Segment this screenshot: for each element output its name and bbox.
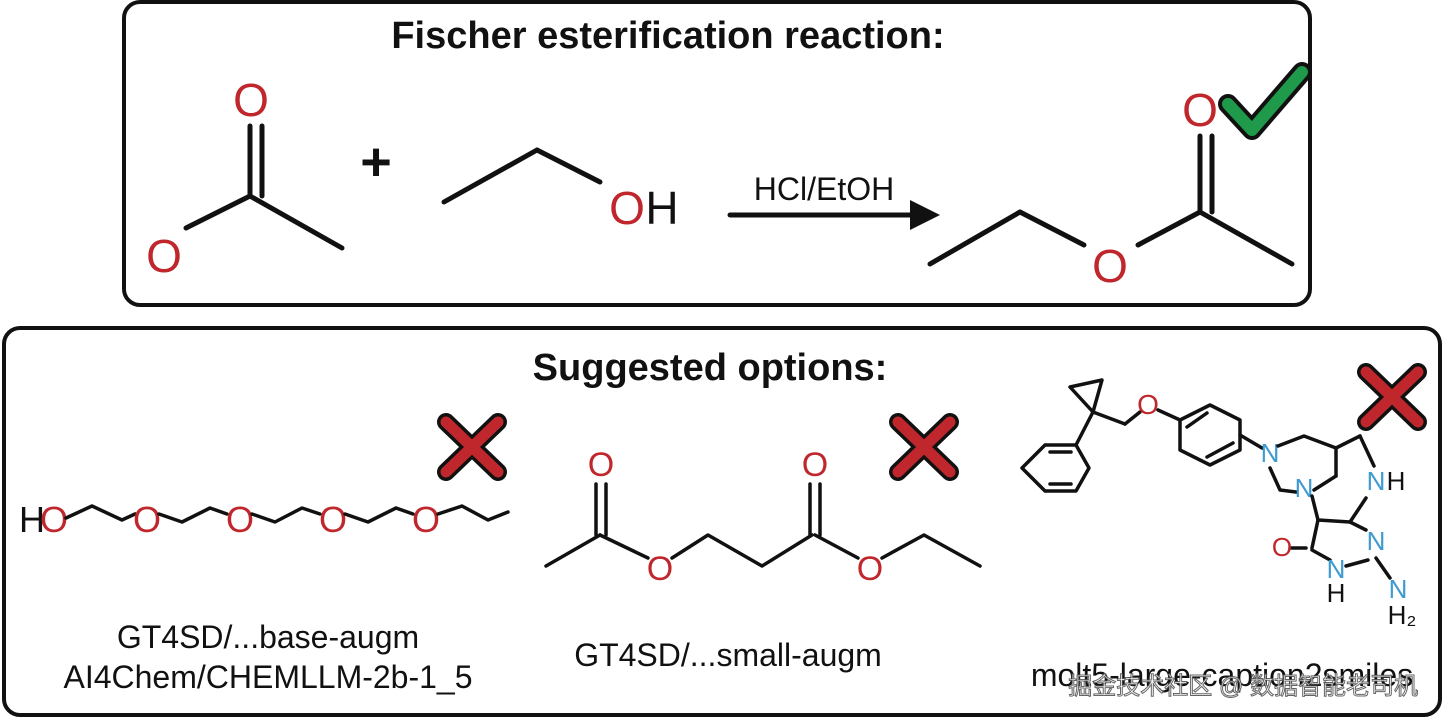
option3-n1: N xyxy=(1261,438,1280,468)
option-1-molecule: H O O O O O xyxy=(19,499,510,540)
options-panel xyxy=(2,326,1442,717)
ethanol-molecule: O H xyxy=(441,147,679,234)
option3-n4: N xyxy=(1327,554,1346,584)
cross-icon-option-1 xyxy=(437,413,507,481)
reaction-title: Fischer esterification reaction: xyxy=(391,15,944,57)
reaction-arrow: HCl/EtOH xyxy=(727,171,940,230)
option1-o2: O xyxy=(133,499,161,540)
reaction-conditions: HCl/EtOH xyxy=(754,171,894,207)
check-icon xyxy=(1218,62,1312,140)
watermark: 掘金技术社区 @ 数据智能老司机 xyxy=(1068,673,1418,700)
option3-nh-n: N xyxy=(1367,466,1386,496)
option-3-model-line1: molt5-large-caption2smiles xyxy=(1031,657,1413,693)
ethanol-oxygen: O xyxy=(609,182,645,234)
option1-terminal-h: H xyxy=(19,499,45,540)
option2-o1: O xyxy=(588,446,614,484)
reaction-panel xyxy=(122,0,1312,307)
option2-o4: O xyxy=(857,550,883,588)
option1-o4: O xyxy=(319,499,347,540)
option-3-molecule: O N N N H N O N H N H₂ xyxy=(1020,378,1417,630)
option-1-model-line1: GT4SD/...base-augm xyxy=(117,619,419,655)
option-1-model-line2: AI4Chem/CHEMLLM-2b-1_5 xyxy=(63,659,472,695)
product-ester-oxygen: O xyxy=(1092,240,1128,292)
acid-hydroxyl-oxygen: O xyxy=(146,230,182,282)
cross-icon-option-3 xyxy=(1357,363,1427,431)
option2-o2: O xyxy=(647,550,673,588)
option-2-molecule: O O O O xyxy=(544,446,982,588)
option3-amine-h2: H₂ xyxy=(1388,600,1417,630)
option1-o3: O xyxy=(226,499,254,540)
product-carbonyl-oxygen: O xyxy=(1182,84,1218,136)
options-title: Suggested options: xyxy=(533,347,888,389)
option-2-model-line1: GT4SD/...small-augm xyxy=(574,637,882,673)
option3-n2: N xyxy=(1295,473,1314,503)
option3-carbonyl-oxygen: O xyxy=(1272,532,1292,562)
option1-o5: O xyxy=(412,499,440,540)
option3-ether-oxygen: O xyxy=(1137,389,1159,420)
ethanol-hydrogen: H xyxy=(645,182,678,234)
option3-amine-n: N xyxy=(1389,574,1408,604)
acid-carbonyl-oxygen: O xyxy=(233,74,269,126)
ethyl-acetate-molecule: O O xyxy=(927,84,1295,292)
plus-sign: + xyxy=(360,132,392,192)
option3-n3: N xyxy=(1367,526,1386,556)
option2-o3: O xyxy=(802,446,828,484)
option1-terminal-o: O xyxy=(40,499,68,540)
option3-n4-h: H xyxy=(1327,578,1346,608)
option3-nh-h: H xyxy=(1387,466,1406,496)
cross-icon-option-2 xyxy=(889,413,959,481)
acetic-acid-molecule: O O xyxy=(146,74,345,282)
